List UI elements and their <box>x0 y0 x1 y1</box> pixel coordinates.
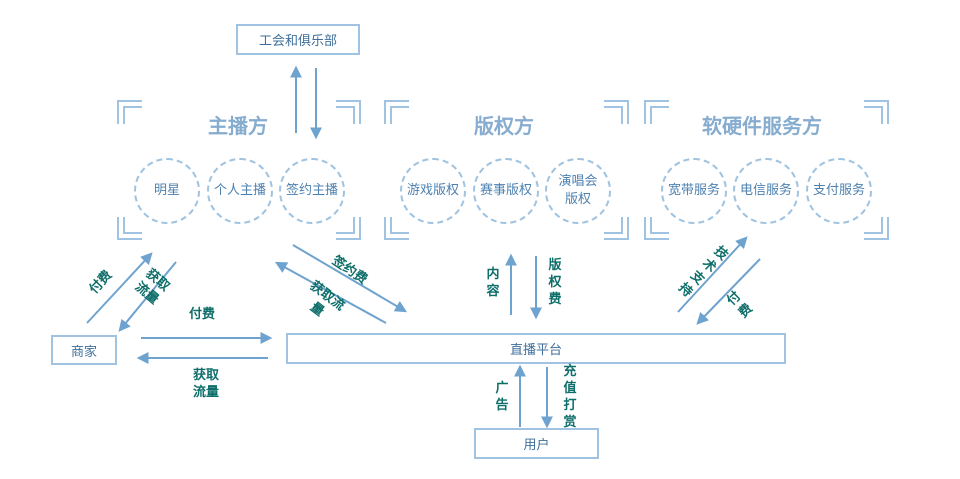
group-title-anchor: 主播方 <box>208 114 268 138</box>
node-signed-anchor: 签约主播 <box>279 158 345 224</box>
label-content: 内容 <box>486 267 500 299</box>
bracket-group-copyright <box>384 100 629 240</box>
arrow-get-traffic <box>274 261 387 324</box>
user-box: 用户 <box>474 428 599 459</box>
label-ads: 广告 <box>495 381 509 413</box>
arrow-sign-fee <box>292 244 408 313</box>
label-copyright-fee: 版权费 <box>548 258 562 307</box>
node-star: 明星 <box>134 158 200 224</box>
node-concert-copyright: 演唱会版权 <box>545 158 611 224</box>
label-platform-to-merchant-traffic: 获取流量 <box>192 368 219 400</box>
node-game-copyright: 游戏版权 <box>400 158 466 224</box>
node-broadband-service: 宽带服务 <box>661 158 727 224</box>
bracket-group-anchor <box>117 100 361 240</box>
group-title-copyright: 版权方 <box>474 114 534 138</box>
node-payment-service: 支付服务 <box>806 158 872 224</box>
platform-box: 直播平台 <box>286 333 786 364</box>
guild-club-box: 工会和俱乐部 <box>236 24 360 55</box>
arrow-anchor-to-merchant <box>118 261 177 332</box>
node-personal-anchor: 个人主播 <box>207 158 273 224</box>
label-merchant-to-platform-pay: 付费 <box>189 307 216 322</box>
arrow-merchant-to-anchor <box>86 252 153 324</box>
arrow-tech-support <box>677 236 748 313</box>
node-telecom-service: 电信服务 <box>733 158 799 224</box>
bracket-group-service <box>644 100 889 240</box>
label-recharge-reward: 充值打赏 <box>563 364 577 430</box>
group-title-service: 软硬件服务方 <box>702 114 822 138</box>
arrow-service-pay <box>696 258 761 325</box>
node-event-copyright: 赛事版权 <box>473 158 539 224</box>
merchant-box: 商家 <box>51 335 117 365</box>
